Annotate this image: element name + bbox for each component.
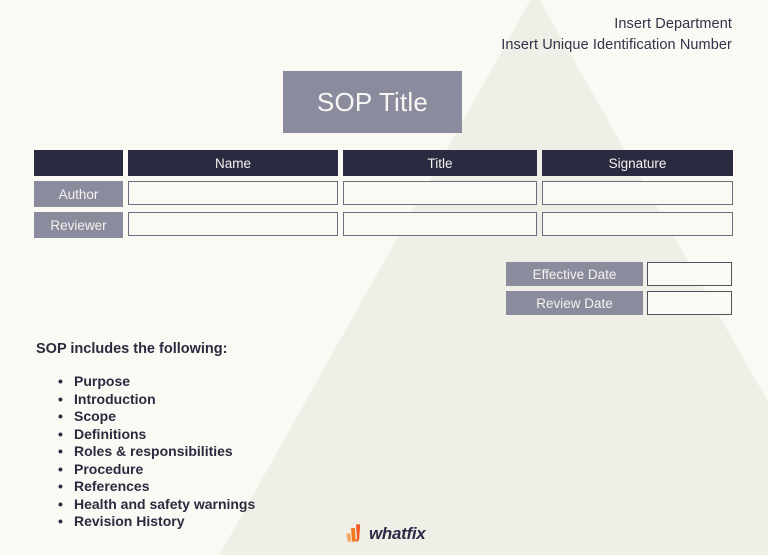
sop-contents-heading: SOP includes the following: [36,341,228,357]
list-item: Roles & responsibilities [58,443,255,461]
page-title: SOP Title [316,86,429,117]
sop-contents-list: Purpose Introduction Scope Definitions R… [36,373,255,531]
list-item: Procedure [58,461,255,479]
sop-contents-section: SOP includes the following: Purpose Intr… [36,341,255,531]
header-department-line: Insert Department [614,16,732,32]
author-signature-input[interactable] [542,181,733,205]
list-item: References [58,478,255,496]
table-row: Reviewer [34,212,733,238]
table-header-name: Name [128,150,338,176]
review-date-label: Review Date [506,291,643,315]
table-header-row: Name Title Signature [34,150,733,176]
list-item: Health and safety warnings [58,496,255,514]
review-date-label-text: Review Date [536,295,613,311]
sop-title-box[interactable]: SOP Title [283,71,462,133]
list-item: Introduction [58,391,255,409]
row-label-reviewer: Reviewer [34,212,123,238]
author-title-input[interactable] [343,181,537,205]
reviewer-title-input[interactable] [343,212,537,236]
review-date-input[interactable] [647,291,732,315]
signatory-table: Name Title Signature Author Reviewer [34,150,733,238]
effective-date-input[interactable] [647,262,732,286]
table-row: Author [34,181,733,207]
list-item: Definitions [58,426,255,444]
list-item: Scope [58,408,255,426]
list-item: Revision History [58,513,255,531]
table-header-title-label: Title [427,155,453,171]
table-header-signature: Signature [542,150,733,176]
reviewer-signature-input[interactable] [542,212,733,236]
effective-date-label: Effective Date [506,262,643,286]
row-label-author: Author [34,181,123,207]
date-block: Effective Date Review Date [506,262,732,315]
table-header-name-label: Name [214,155,251,171]
table-header-title: Title [343,150,537,176]
effective-date-label-text: Effective Date [532,266,617,282]
effective-date-row: Effective Date [506,262,732,286]
reviewer-name-input[interactable] [128,212,338,236]
whatfix-wordmark: whatfix [369,524,426,543]
header-identification-line: Insert Unique Identification Number [501,37,732,54]
table-header-signature-label: Signature [608,155,667,171]
author-name-input[interactable] [128,181,338,205]
whatfix-mark-icon [346,524,361,542]
list-item: Purpose [58,373,255,391]
row-label-author-text: Author [58,186,99,202]
header-meta: Insert Department Insert Unique Identifi… [501,14,732,56]
review-date-row: Review Date [506,291,732,315]
table-header-blank [34,150,123,176]
row-label-reviewer-text: Reviewer [50,217,107,233]
whatfix-logo: whatfix [345,524,426,543]
